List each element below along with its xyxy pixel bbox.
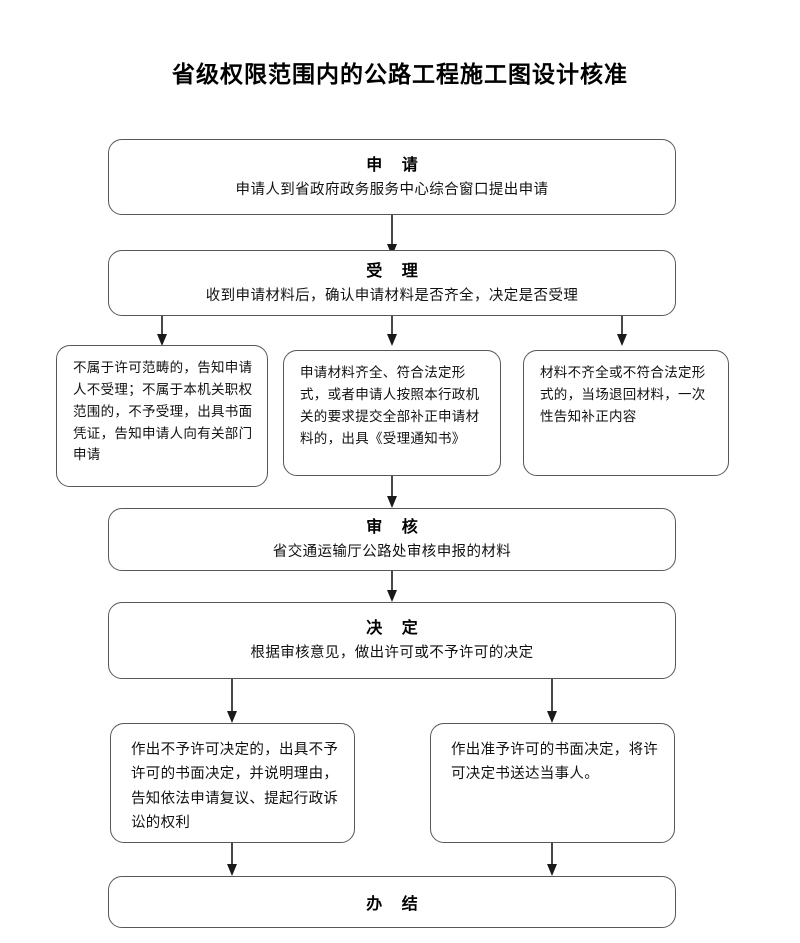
- node-complete-heading: 办 结: [366, 894, 425, 913]
- node-branch-materials-complete[interactable]: 申请材料齐全、符合法定形式，或者申请人按照本行政机关的要求提交全部补正申请材料的…: [283, 350, 501, 476]
- node-branch-materials-complete-body: 申请材料齐全、符合法定形式，或者申请人按照本行政机关的要求提交全部补正申请材料的…: [300, 365, 480, 447]
- page-title: 省级权限范围内的公路工程施工图设计核准: [172, 62, 628, 88]
- node-apply-body: 申请人到省政府政务服务中心综合窗口提出申请: [235, 181, 549, 198]
- arrowhead-accept-to-branch2: [387, 334, 397, 346]
- node-accept-body: 收到申请材料后，确认申请材料是否齐全，决定是否受理: [205, 287, 579, 304]
- node-apply[interactable]: 申 请 申请人到省政府政务服务中心综合窗口提出申请: [108, 139, 676, 215]
- node-outcome-denied-body: 作出不予许可决定的，出具不予许可的书面决定，并说明理由，告知依法申请复议、提起行…: [131, 742, 339, 832]
- node-outcome-approved-body: 作出准予许可的书面决定，将许可决定书送达当事人。: [451, 742, 659, 783]
- arrowhead-decision-to-approved: [547, 711, 557, 723]
- arrowhead-review-to-decision: [387, 590, 397, 602]
- arrowhead-denied-to-complete: [227, 864, 237, 876]
- node-review-heading: 审 核: [366, 517, 425, 537]
- node-decision-heading: 决 定: [366, 618, 425, 638]
- node-review-body: 省交通运输厅公路处审核申报的材料: [272, 544, 512, 561]
- node-branch-materials-incomplete[interactable]: 材料不齐全或不符合法定形式的，当场退回材料，一次性告知补正内容: [523, 350, 729, 476]
- node-complete[interactable]: 办 结: [108, 876, 676, 928]
- arrowhead-decision-to-denied: [227, 711, 237, 723]
- node-branch-not-in-scope[interactable]: 不属于许可范畴的，告知申请人不受理；不属于本机关职权范围的，不予受理，出具书面凭…: [56, 345, 268, 487]
- node-outcome-denied[interactable]: 作出不予许可决定的，出具不予许可的书面决定，并说明理由，告知依法申请复议、提起行…: [110, 723, 355, 843]
- arrowhead-accept-to-branch3: [617, 334, 627, 346]
- node-accept[interactable]: 受 理 收到申请材料后，确认申请材料是否齐全，决定是否受理: [108, 250, 676, 316]
- node-apply-heading: 申 请: [366, 154, 425, 174]
- node-branch-not-in-scope-body: 不属于许可范畴的，告知申请人不受理；不属于本机关职权范围的，不予受理，出具书面凭…: [73, 360, 253, 464]
- arrowhead-branch2-to-review: [387, 496, 397, 508]
- node-decision[interactable]: 决 定 根据审核意见，做出许可或不予许可的决定: [108, 602, 676, 679]
- node-branch-materials-incomplete-body: 材料不齐全或不符合法定形式的，当场退回材料，一次性告知补正内容: [540, 365, 706, 425]
- node-review[interactable]: 审 核 省交通运输厅公路处审核申报的材料: [108, 508, 676, 571]
- node-accept-heading: 受 理: [366, 260, 425, 280]
- node-outcome-approved[interactable]: 作出准予许可的书面决定，将许可决定书送达当事人。: [430, 723, 675, 843]
- node-decision-body: 根据审核意见，做出许可或不予许可的决定: [250, 645, 534, 662]
- arrowhead-approved-to-complete: [547, 864, 557, 876]
